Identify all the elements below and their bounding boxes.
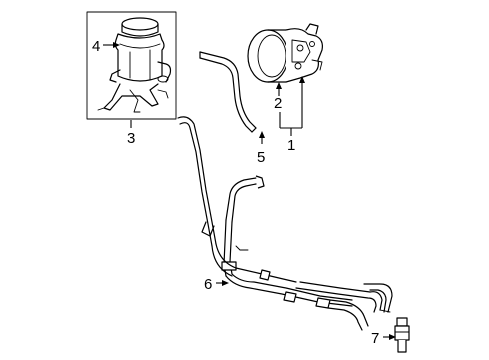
reservoir-inset-frame xyxy=(86,11,177,120)
return-hose-icon xyxy=(199,51,257,133)
callout-labels: 4 3 2 1 5 6 7 xyxy=(92,38,379,347)
reservoir-tank-icon xyxy=(109,17,172,83)
callout-6: 6 xyxy=(204,276,212,293)
callout-3: 3 xyxy=(127,130,135,147)
leader-lines xyxy=(103,42,396,340)
pressure-line-icon xyxy=(177,116,393,331)
reservoir-bracket-icon xyxy=(97,83,169,113)
callout-1: 1 xyxy=(287,137,295,154)
reservoir-assembly-group xyxy=(86,11,177,120)
callout-4: 4 xyxy=(92,38,100,55)
callout-2: 2 xyxy=(274,95,282,112)
pump-pulley-icon xyxy=(247,29,289,83)
fitting-icon xyxy=(394,317,410,353)
callout-7: 7 xyxy=(371,330,379,347)
power-steering-pump-icon xyxy=(247,23,323,83)
callout-5: 5 xyxy=(257,149,265,166)
